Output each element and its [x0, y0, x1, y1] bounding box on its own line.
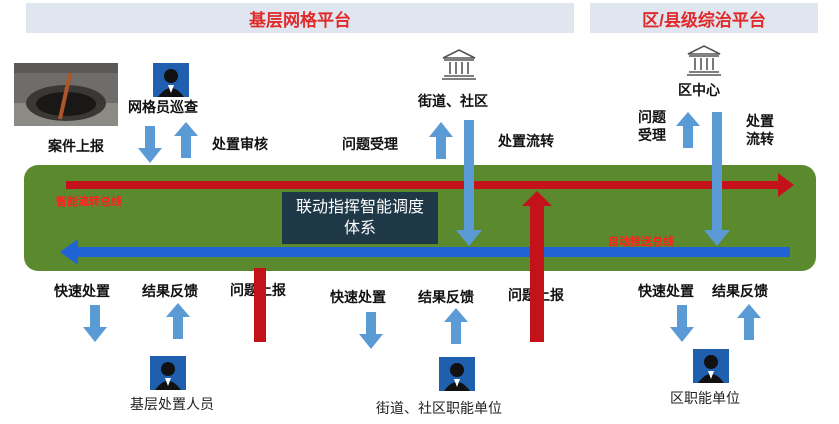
grid-patrol-label: 网格员巡查	[128, 99, 198, 115]
handling-flow-down-arrow	[456, 120, 482, 246]
case-report-label: 案件上报	[48, 138, 104, 154]
government-building-icon	[441, 48, 477, 80]
issue-report-bar	[254, 268, 266, 342]
down-arrow	[83, 305, 107, 342]
down-arrow	[138, 126, 162, 163]
person-icon	[153, 63, 189, 97]
result-feedback-label: 结果反馈	[418, 289, 474, 305]
grid-platform-header: 基层网格平台	[26, 3, 574, 33]
up-arrow	[444, 308, 468, 344]
quick-handle-label: 快速处置	[638, 283, 694, 299]
district-platform-header: 区/县级综治平台	[590, 3, 818, 33]
district-units-label: 区职能单位	[670, 390, 740, 406]
up-arrow	[737, 304, 761, 340]
quick-handle-label: 快速处置	[330, 289, 386, 305]
down-arrow	[359, 312, 383, 349]
street-community-label: 街道、社区	[418, 93, 488, 109]
district-handling-flow-label: 处置 流转	[746, 113, 774, 147]
government-building-icon	[686, 44, 722, 76]
handling-flow-label: 处置流转	[498, 133, 554, 149]
up-arrow	[676, 112, 700, 148]
auto-push-bus-arrow	[60, 239, 790, 265]
street-units-label: 街道、社区职能单位	[376, 400, 502, 416]
up-arrow	[429, 122, 453, 159]
auto-push-bus-label: 自动推送总线	[608, 236, 674, 248]
grassroots-staff-label: 基层处置人员	[130, 396, 214, 412]
down-arrow	[670, 305, 694, 342]
person-icon	[693, 349, 729, 383]
smart-flow-bus-arrow	[66, 173, 794, 197]
up-arrow	[174, 122, 198, 158]
smart-flow-bus-label: 智能流转总线	[56, 196, 122, 208]
linkage-command-box: 联动指挥智能调度体系	[282, 192, 438, 244]
district-center-label: 区中心	[678, 82, 720, 98]
quick-handle-label: 快速处置	[54, 283, 110, 299]
district-handling-flow-down-arrow	[704, 112, 730, 246]
handling-review-label: 处置审核	[212, 136, 268, 152]
person-icon	[150, 356, 186, 390]
person-icon	[439, 357, 475, 391]
up-arrow	[166, 303, 190, 339]
result-feedback-label: 结果反馈	[712, 283, 768, 299]
manhole-photo	[14, 63, 118, 126]
district-issue-accept-label: 问题 受理	[638, 109, 666, 143]
result-feedback-label: 结果反馈	[142, 283, 198, 299]
issue-report-up-arrow	[522, 191, 552, 342]
issue-accept-label: 问题受理	[342, 136, 398, 152]
linkage-command-text: 联动指挥智能调度体系	[295, 199, 424, 237]
